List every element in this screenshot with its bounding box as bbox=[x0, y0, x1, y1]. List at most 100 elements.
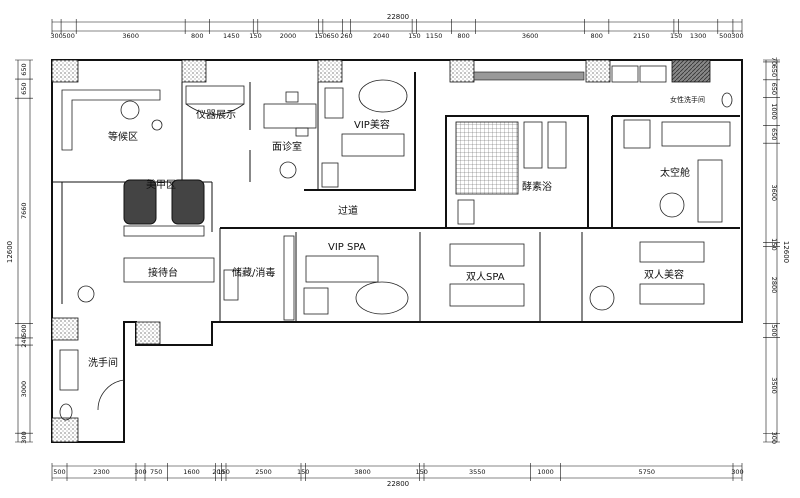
dims_top-label-18: 1300 bbox=[690, 32, 707, 40]
enzyme-pool bbox=[455, 121, 519, 195]
exterior-walls bbox=[51, 59, 743, 443]
column-n4 bbox=[585, 59, 611, 83]
dims_left-label-6: 300 bbox=[20, 431, 28, 443]
capsule-bed bbox=[661, 121, 731, 147]
side-table bbox=[120, 100, 140, 120]
dims_top-label-14: 3600 bbox=[522, 32, 539, 40]
room-label-waiting: 等候区 bbox=[108, 130, 138, 143]
dims_top-label-11: 150 bbox=[408, 32, 420, 40]
dims_top-label-17: 150 bbox=[670, 32, 682, 40]
dims_bottom-label-1: 2300 bbox=[93, 468, 110, 476]
room-label-space-capsule: 太空舱 bbox=[660, 166, 690, 179]
column-n1 bbox=[181, 59, 207, 83]
dims_right-label-7: 2800 bbox=[770, 277, 778, 294]
dims_top-label-9: 260 bbox=[340, 32, 352, 40]
double-spa-bed-1 bbox=[449, 243, 525, 267]
dims_right-label-1: 650 bbox=[770, 65, 778, 77]
column-sw bbox=[51, 317, 79, 341]
interior-walls bbox=[52, 72, 740, 322]
sofa bbox=[61, 89, 161, 151]
nail-chair-1 bbox=[123, 179, 157, 225]
dim-right-total: 12600 bbox=[782, 241, 790, 263]
dims_right-label-9: 3500 bbox=[770, 377, 778, 394]
dims_left-label-5: 3000 bbox=[20, 381, 28, 398]
dims_top-label-6: 2000 bbox=[280, 32, 297, 40]
dims_top-label-7: 150 bbox=[314, 32, 326, 40]
dims_top-label-0: 300 bbox=[50, 32, 62, 40]
dims_bottom-label-11: 3550 bbox=[469, 468, 486, 476]
dims_right-label-3: 1000 bbox=[770, 103, 778, 120]
beauty-bed bbox=[341, 133, 405, 157]
consult-desk bbox=[263, 103, 317, 129]
dims_top-label-4: 1450 bbox=[223, 32, 240, 40]
room-label-storage: 储藏/消毒 bbox=[232, 266, 275, 279]
bathtub bbox=[358, 79, 408, 113]
room-label-vip-beauty: VIP美容 bbox=[354, 118, 390, 131]
dims_right-label-0: 70 bbox=[770, 57, 778, 65]
dims_right-label-5: 3600 bbox=[770, 184, 778, 201]
window-north bbox=[473, 71, 585, 81]
dims_bottom-label-8: 150 bbox=[297, 468, 309, 476]
dims_top-label-10: 2040 bbox=[373, 32, 390, 40]
room-label-female-wash: 女性洗手间 bbox=[670, 95, 705, 104]
dims_bottom-label-3: 750 bbox=[150, 468, 162, 476]
column-s1 bbox=[135, 321, 161, 345]
dims_top-label-8: 650 bbox=[326, 32, 338, 40]
column-sw2 bbox=[51, 417, 79, 443]
dims_right-label-10: 300 bbox=[770, 432, 778, 444]
reception-desk bbox=[123, 257, 215, 283]
double-beauty-bed-1 bbox=[639, 241, 705, 263]
dim-left-total: 12600 bbox=[6, 241, 14, 263]
column-ne bbox=[671, 59, 711, 83]
room-label-consult: 面诊室 bbox=[272, 140, 302, 153]
dims_top-label-15: 800 bbox=[591, 32, 603, 40]
dims_top-label-2: 3600 bbox=[122, 32, 139, 40]
dims_top-label-19: 500 bbox=[719, 32, 731, 40]
room-label-reception: 接待台 bbox=[148, 266, 178, 279]
dims_bottom-label-2: 300 bbox=[134, 468, 146, 476]
dims_left-label-1: 650 bbox=[20, 82, 28, 94]
dims_top-label-5: 150 bbox=[249, 32, 261, 40]
column-n3 bbox=[449, 59, 475, 83]
room-label-double-beauty: 双人美容 bbox=[644, 268, 684, 281]
dims_top-label-20: 300 bbox=[731, 32, 743, 40]
dims_top-label-13: 800 bbox=[457, 32, 469, 40]
column-n2 bbox=[317, 59, 343, 83]
room-label-corridor: 过道 bbox=[338, 204, 358, 217]
room-labels: 等候区 仪器展示 面诊室 VIP美容 美甲区 过道 酵素浴 太空舱 女性洗手间 … bbox=[88, 95, 705, 369]
dims_left-label-3: 500 bbox=[20, 324, 28, 336]
room-label-nail: 美甲区 bbox=[146, 178, 176, 191]
dims_right-label-4: 650 bbox=[770, 128, 778, 140]
dims_left-label-4: 240 bbox=[20, 335, 28, 347]
room-label-instrument: 仪器展示 bbox=[196, 109, 236, 121]
nail-chair-2 bbox=[171, 179, 205, 225]
dims_top-label-3: 800 bbox=[191, 32, 203, 40]
spa-tub bbox=[355, 281, 409, 315]
room-label-enzyme: 酵素浴 bbox=[522, 180, 552, 193]
dim-bottom-total: 22800 bbox=[387, 480, 409, 488]
dims_right-label-2: 650 bbox=[770, 83, 778, 95]
dims_bottom-label-5: 200 bbox=[212, 468, 224, 476]
dims_bottom-label-12: 1000 bbox=[537, 468, 554, 476]
dim-top-total: 22800 bbox=[387, 13, 409, 21]
dims_bottom-label-9: 3800 bbox=[354, 468, 371, 476]
dims_top-label-1: 500 bbox=[62, 32, 74, 40]
dims_top-label-16: 2150 bbox=[633, 32, 650, 40]
dims_left-label-2: 7660 bbox=[20, 202, 28, 219]
room-label-double-spa: 双人SPA bbox=[466, 271, 505, 283]
double-spa-bed-2 bbox=[449, 283, 525, 307]
dims_bottom-label-0: 500 bbox=[53, 468, 65, 476]
dims_right-label-6: 150 bbox=[770, 238, 778, 250]
dims_bottom-label-4: 1600 bbox=[183, 468, 200, 476]
dims_bottom-label-6: 150 bbox=[218, 468, 230, 476]
dims_right-label-8: 500 bbox=[770, 324, 778, 336]
dims_bottom-label-14: 300 bbox=[731, 468, 743, 476]
dims_left-label-0: 650 bbox=[20, 63, 28, 75]
dims_bottom-label-7: 2500 bbox=[255, 468, 272, 476]
double-beauty-bed-2 bbox=[639, 283, 705, 305]
dimension-right: 12600 7065065010006503600150280050035003… bbox=[763, 57, 790, 444]
